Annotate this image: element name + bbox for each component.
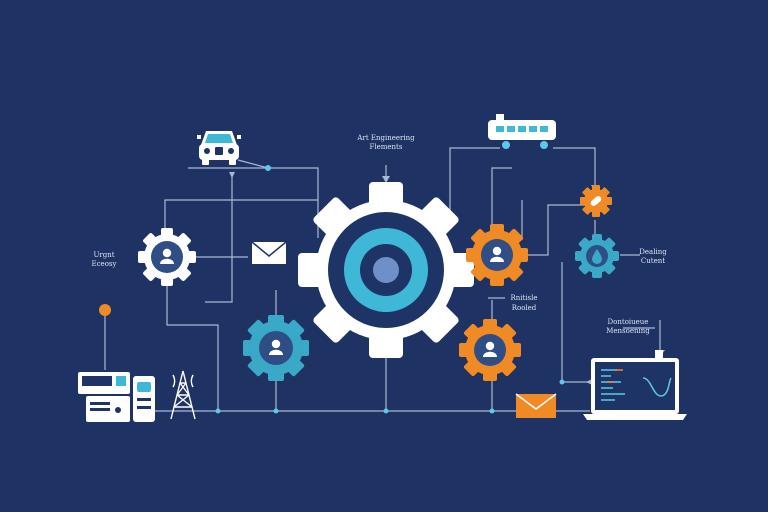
label-mid-right-2: Rooled — [512, 304, 537, 312]
label-left-1: Urgnt — [93, 251, 114, 259]
car-icon — [197, 131, 241, 165]
radio-tower-icon — [170, 370, 196, 420]
label-right-2: Cutent — [641, 257, 665, 265]
labels: Art Engineering Flements Urgnt Eceosy De… — [92, 134, 668, 335]
location-pin-icon — [99, 304, 111, 316]
envelope-icon — [515, 393, 557, 418]
laptop-icon — [583, 350, 687, 420]
label-lower-right-2: Mensoening — [606, 327, 650, 335]
label-right-1: Dealing — [639, 248, 667, 256]
cargo-ship-icon — [488, 114, 556, 149]
label-left-2: Eceosy — [92, 260, 117, 268]
water-drop-icon — [592, 249, 602, 264]
envelope-icon — [251, 241, 287, 264]
server-rack-icon — [78, 372, 155, 422]
gear-orange-user-lower — [459, 319, 521, 381]
gear-orange-small — [580, 185, 612, 217]
gear-teal-user — [243, 315, 309, 381]
label-lower-right-1: Dontoiueue — [608, 318, 649, 326]
label-top-center-2: Flements — [370, 143, 403, 151]
capsule-icon — [590, 196, 602, 206]
gear-orange-user-upper — [466, 224, 528, 286]
central-gear — [298, 182, 474, 358]
gear-teal-drop — [575, 234, 619, 278]
label-top-center-1: Art Engineering — [356, 134, 415, 142]
connector-nodes — [215, 165, 565, 414]
gear-left-user — [138, 228, 196, 286]
label-mid-right-1: Rnitisle — [510, 294, 537, 302]
